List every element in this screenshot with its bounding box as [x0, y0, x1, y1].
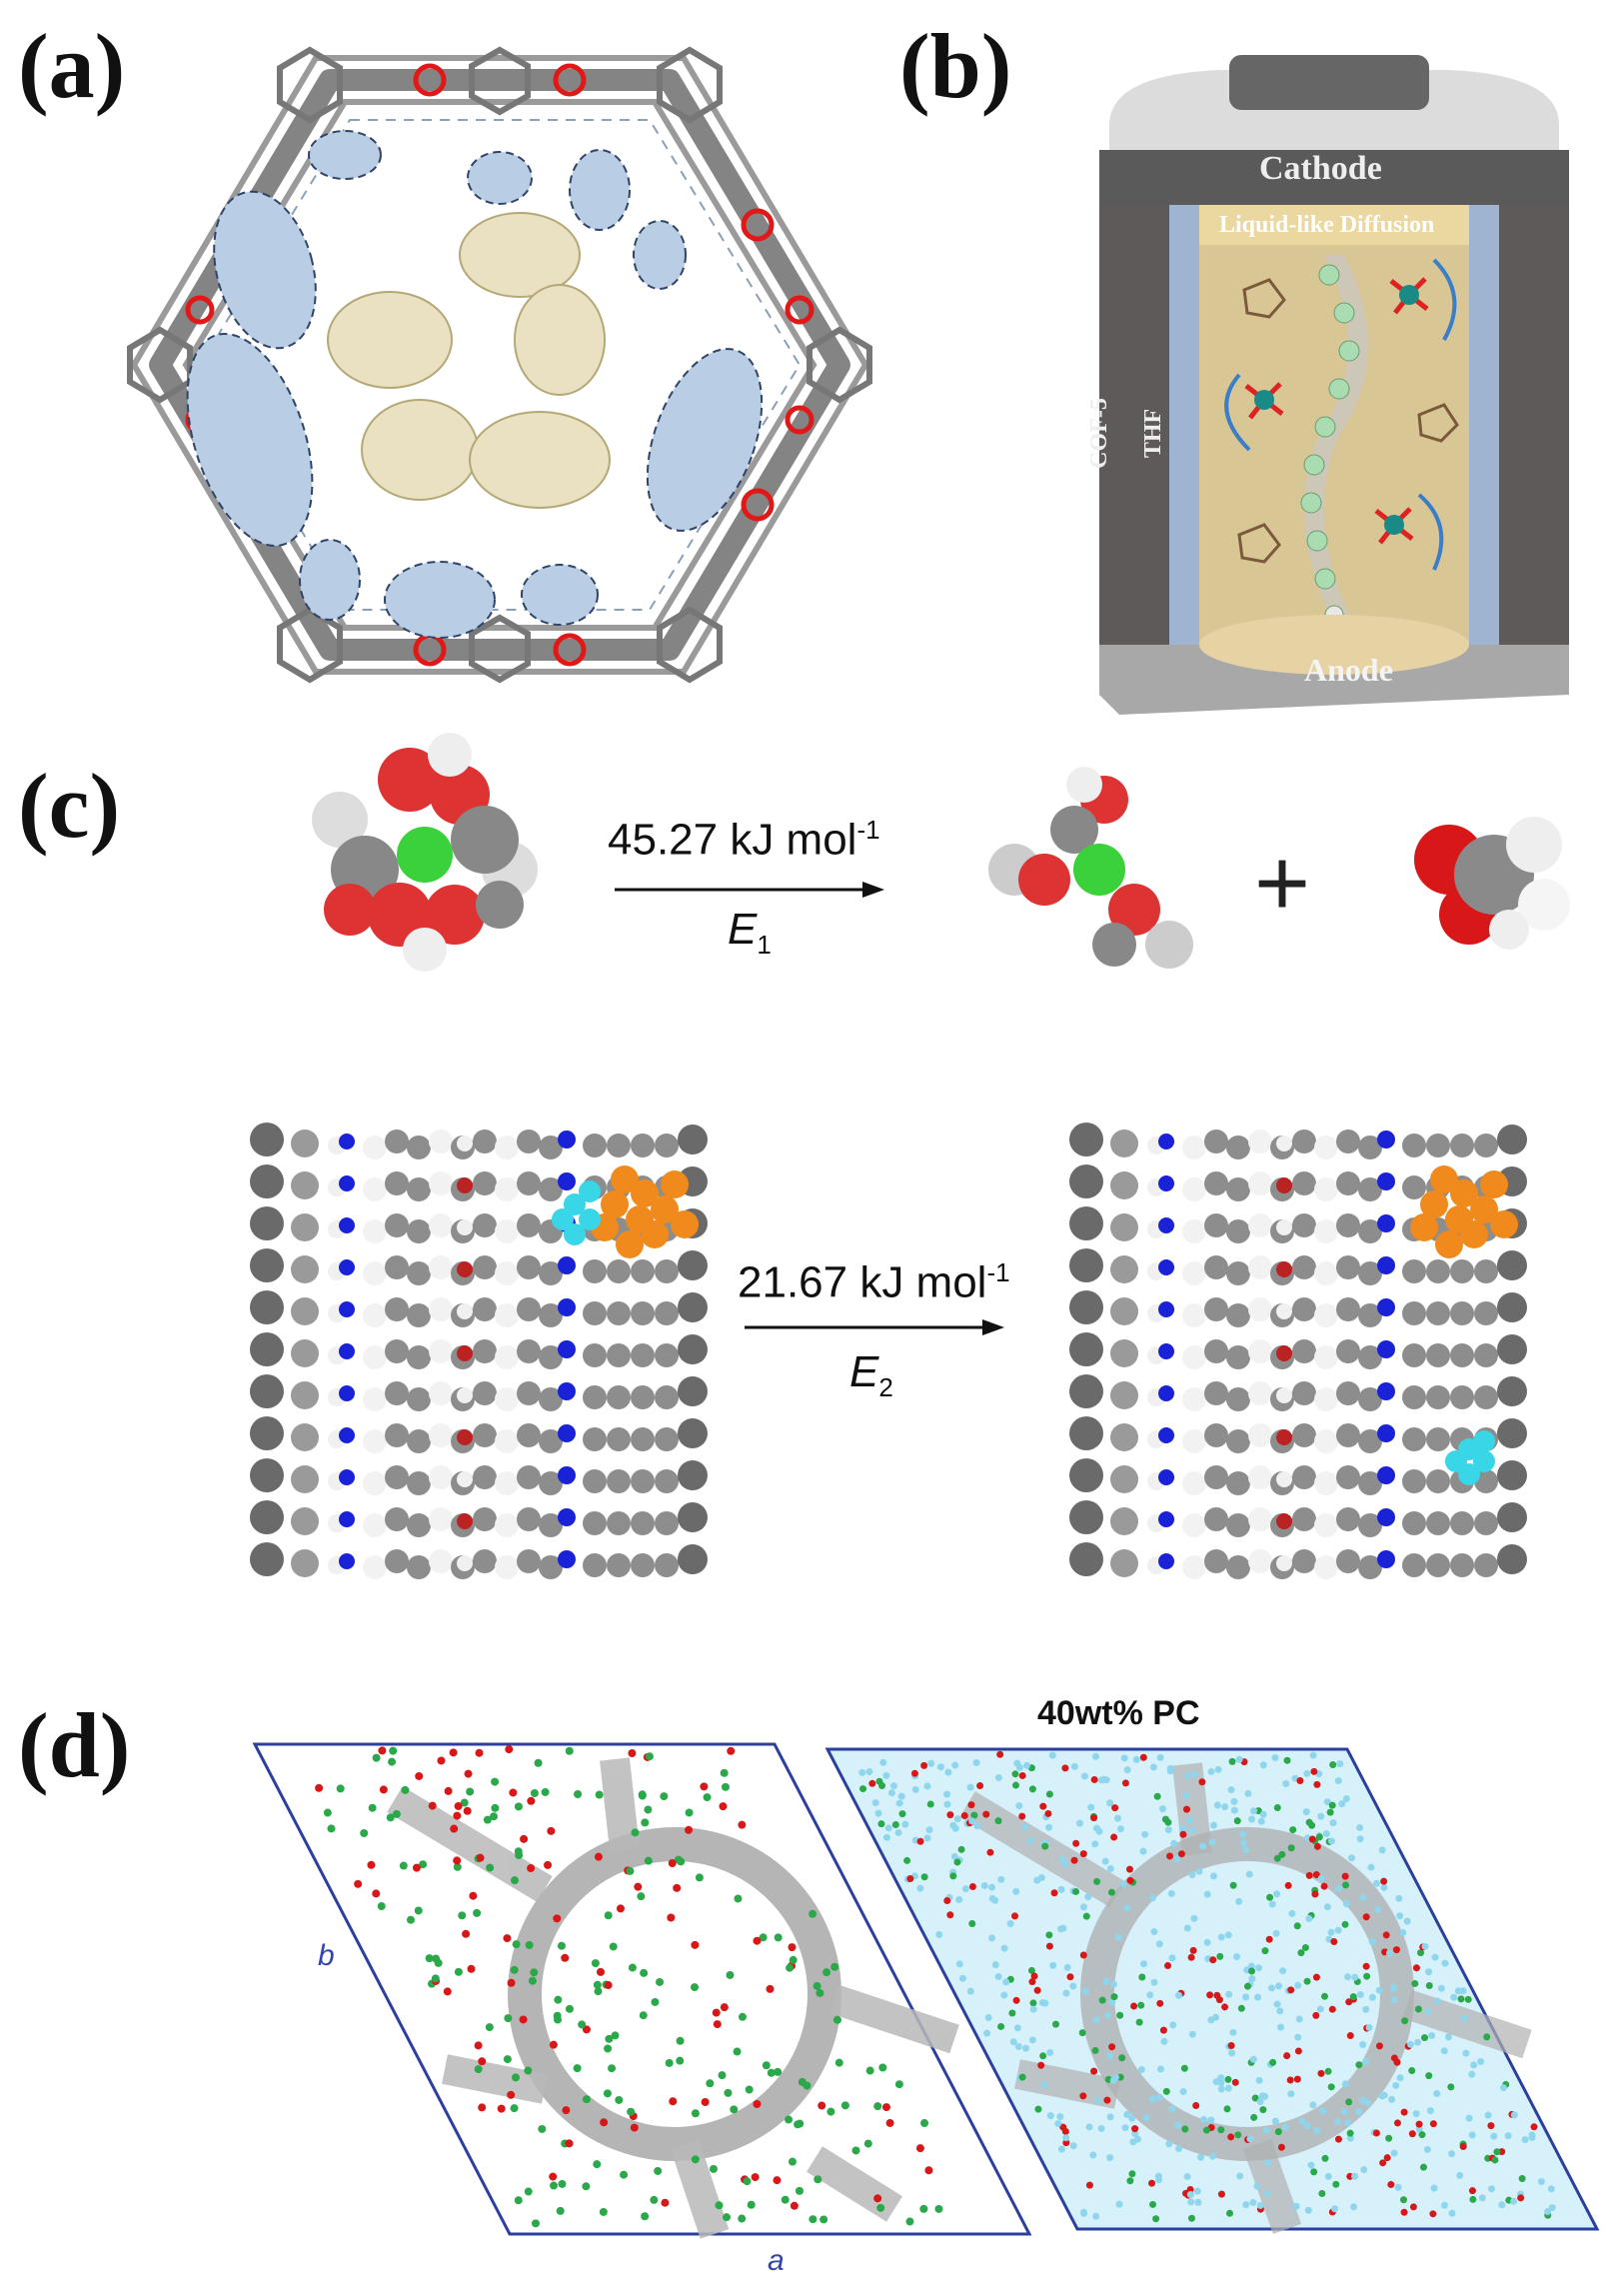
reaction-2-energy: 21.67 kJ mol-1 — [738, 1257, 1010, 1307]
cof-framework — [149, 69, 850, 661]
md-molecules-left — [315, 1745, 943, 2228]
panel-label-a: (a) — [18, 15, 126, 117]
free-molecules — [327, 212, 611, 509]
reaction-1-symbol: E1 — [728, 905, 772, 960]
reaction-arrow-1 — [615, 882, 884, 898]
cell-cap — [1109, 70, 1559, 155]
reaction-1-energy: 45.27 kJ mol-1 — [608, 815, 880, 865]
reaction-2-symbol: E2 — [849, 1347, 893, 1402]
md-cell-right — [824, 1747, 1600, 2234]
cof-pore-diagram — [127, 46, 872, 684]
rotation-arrows — [1224, 258, 1457, 571]
reaction-arrow-2 — [745, 1319, 1004, 1335]
aromatic-rings — [127, 46, 872, 684]
cathode-label: Cathode — [1259, 150, 1382, 187]
md-cell-right-title: 40wt% PC — [1037, 1694, 1200, 1732]
panel-label-c: (c) — [18, 755, 121, 857]
cof-stack-final — [1069, 1123, 1527, 1579]
boron-complex-molecule — [312, 733, 538, 972]
cof-framework-inner — [130, 55, 869, 675]
cof-layer — [1169, 205, 1199, 645]
panel-label-b: (b) — [899, 15, 1012, 117]
adsorbed-molecules — [186, 130, 764, 639]
product-complex-molecule — [988, 767, 1193, 969]
anode-plate — [1099, 645, 1569, 715]
panel-label-d: (d) — [18, 1694, 131, 1796]
plus-sign: + — [1254, 830, 1311, 937]
diffusion-label: Liquid-like Diffusion — [1219, 212, 1435, 238]
battery-cell-diagram — [1099, 55, 1569, 715]
anode-label: Anode — [1304, 652, 1393, 688]
axis-label-b: b — [318, 1939, 335, 1972]
md-molecules-right — [858, 1750, 1556, 2223]
thf-molecules — [1237, 278, 1459, 564]
thf-label: THF — [1140, 408, 1167, 459]
cof-stack-initial — [250, 1123, 708, 1579]
pc-molecule — [1414, 817, 1570, 950]
axis-label-a: a — [768, 2244, 785, 2277]
cathode-plate — [1099, 150, 1569, 205]
cof-label: COF-5 — [1085, 398, 1112, 469]
md-cell-left — [252, 1742, 1032, 2239]
anion-molecules — [1244, 277, 1429, 545]
